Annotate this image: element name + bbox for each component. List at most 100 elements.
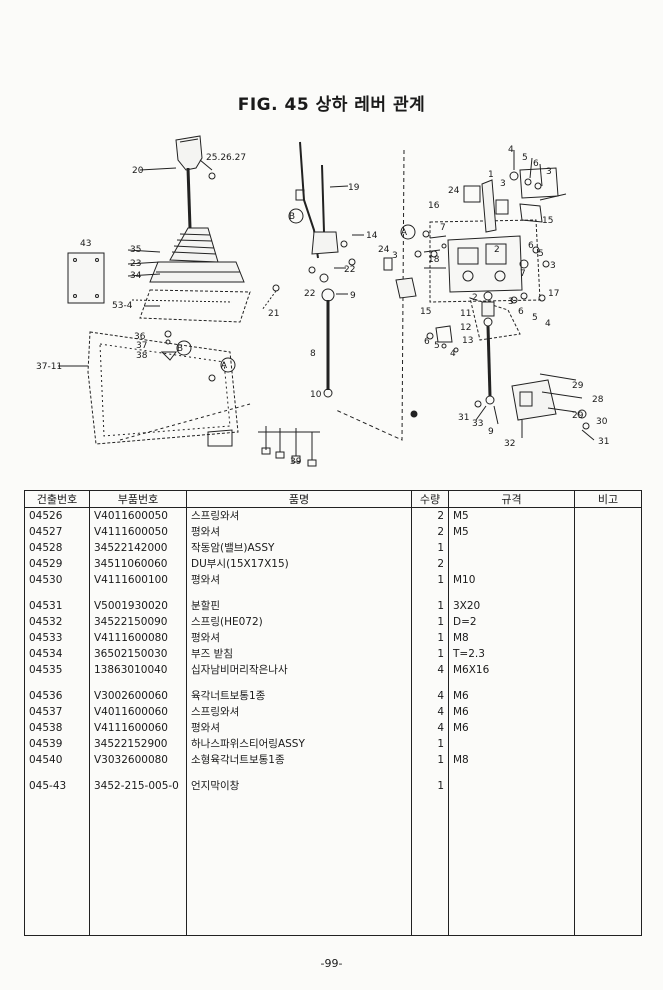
cell-qty: 1 (411, 598, 449, 614)
cell-name: 언지막이창 (186, 778, 412, 794)
callout-6-lower-right: 6 (518, 307, 524, 317)
callout-7-left: 7 (440, 223, 446, 233)
cell-part-no: V5001930020 (89, 598, 187, 614)
callout-4-lower-right: 4 (545, 319, 551, 329)
cell-note (574, 540, 642, 556)
cell-part-no: V4111600080 (89, 630, 187, 646)
callout-24-left: 24 (378, 245, 390, 255)
cell-note (574, 572, 642, 588)
cell-qty: 4 (411, 720, 449, 736)
cell-qty: 2 (411, 556, 449, 572)
cell-build-no: 04533 (24, 630, 90, 646)
callout-15-left: 15 (420, 307, 431, 317)
cell-build-no: 04534 (24, 646, 90, 662)
callout-circle-b-lower: B (177, 344, 183, 354)
callout-8: 8 (310, 349, 316, 359)
valve-arm-assembly (414, 150, 595, 441)
cell-spec (448, 556, 575, 572)
callout-25-26-27: 25.26.27 (206, 153, 246, 163)
cell-name: 평와셔 (186, 720, 412, 736)
cell-name: 스프링와셔 (186, 704, 412, 720)
callout-5-right: 5 (538, 249, 544, 259)
callout-16: 16 (428, 201, 440, 211)
callout-circle-a-lower: A (221, 361, 228, 371)
table-spacer (24, 768, 642, 778)
table-spacer (24, 678, 642, 688)
callout-11: 11 (460, 309, 471, 319)
cell-note (574, 704, 642, 720)
callout-28: 28 (592, 395, 604, 405)
callout-9-right: 9 (488, 427, 494, 437)
callout-22-left: 22 (304, 289, 315, 299)
callout-2-lower: 2 (472, 293, 478, 303)
callout-37-11: 37-11 (36, 362, 62, 372)
cell-part-no: V4111600100 (89, 572, 187, 588)
cell-name: 평와셔 (186, 524, 412, 540)
callout-3-right: 3 (546, 167, 552, 177)
callout-38: 38 (136, 351, 148, 361)
cell-build-no: 04528 (24, 540, 90, 556)
cell-note (574, 662, 642, 678)
cell-spec: M6 (448, 704, 575, 720)
callout-12: 12 (460, 323, 471, 333)
callout-4-lower: 4 (450, 349, 456, 359)
cell-qty: 1 (411, 778, 449, 794)
cell-name: DU부시(15X17X15) (186, 556, 412, 572)
exploded-parts-diagram: 20 25.26.27 43 35 23 34 53-4 36 37 38 37… (36, 135, 609, 467)
cell-part-no: 34522142000 (89, 540, 187, 556)
callout-20: 20 (132, 166, 144, 176)
callout-10: 10 (310, 390, 322, 400)
callout-31-right: 31 (598, 437, 609, 447)
cell-part-no: V4011600050 (89, 507, 187, 524)
cell-spec (448, 736, 575, 752)
callout-6-top: 6 (533, 159, 539, 169)
callout-1-top: 1 (488, 170, 494, 180)
cell-build-no: 045-43 (24, 778, 90, 794)
callout-30: 30 (596, 417, 608, 427)
table-spacer (24, 588, 642, 598)
cell-name: 하나스파위스티어링ASSY (186, 736, 412, 752)
callout-9-left: 9 (350, 291, 356, 301)
cell-name: 육각너트보통1종 (186, 688, 412, 704)
cell-name: 평와셔 (186, 572, 412, 588)
cell-note (574, 752, 642, 768)
header-part-no: 부품번호 (89, 490, 187, 508)
callout-53-4: 53-4 (112, 301, 133, 311)
cell-name: 소형육각너트보통1종 (186, 752, 412, 768)
cell-note (574, 556, 642, 572)
cell-name: 부즈 받침 (186, 646, 412, 662)
cell-note (574, 736, 642, 752)
cell-qty: 2 (411, 524, 449, 540)
cell-note (574, 630, 642, 646)
cell-qty: 1 (411, 630, 449, 646)
cell-name: 작동암(밸브)ASSY (186, 540, 412, 556)
cell-spec: T=2.3 (448, 646, 575, 662)
callout-3-lower: 3 (508, 297, 514, 307)
cell-part-no: 34511060060 (89, 556, 187, 572)
callout-circle-b: B (289, 212, 295, 222)
cell-note (574, 688, 642, 704)
cell-name: 분할핀 (186, 598, 412, 614)
cell-name: 스프링와셔 (186, 507, 412, 524)
cell-note (574, 720, 642, 736)
header-note: 비고 (574, 490, 642, 508)
callout-3-top: 3 (500, 179, 506, 189)
cell-build-no: 04531 (24, 598, 90, 614)
cell-qty: 1 (411, 736, 449, 752)
cell-qty: 1 (411, 646, 449, 662)
cell-part-no: 36502150030 (89, 646, 187, 662)
cell-name: 십자남비머리작은나사 (186, 662, 412, 678)
cell-build-no: 04536 (24, 688, 90, 704)
cell-build-no: 04540 (24, 752, 90, 768)
cell-spec: M5 (448, 507, 575, 524)
callout-13: 13 (462, 336, 473, 346)
callout-31-left: 31 (458, 413, 469, 423)
cell-note (574, 646, 642, 662)
